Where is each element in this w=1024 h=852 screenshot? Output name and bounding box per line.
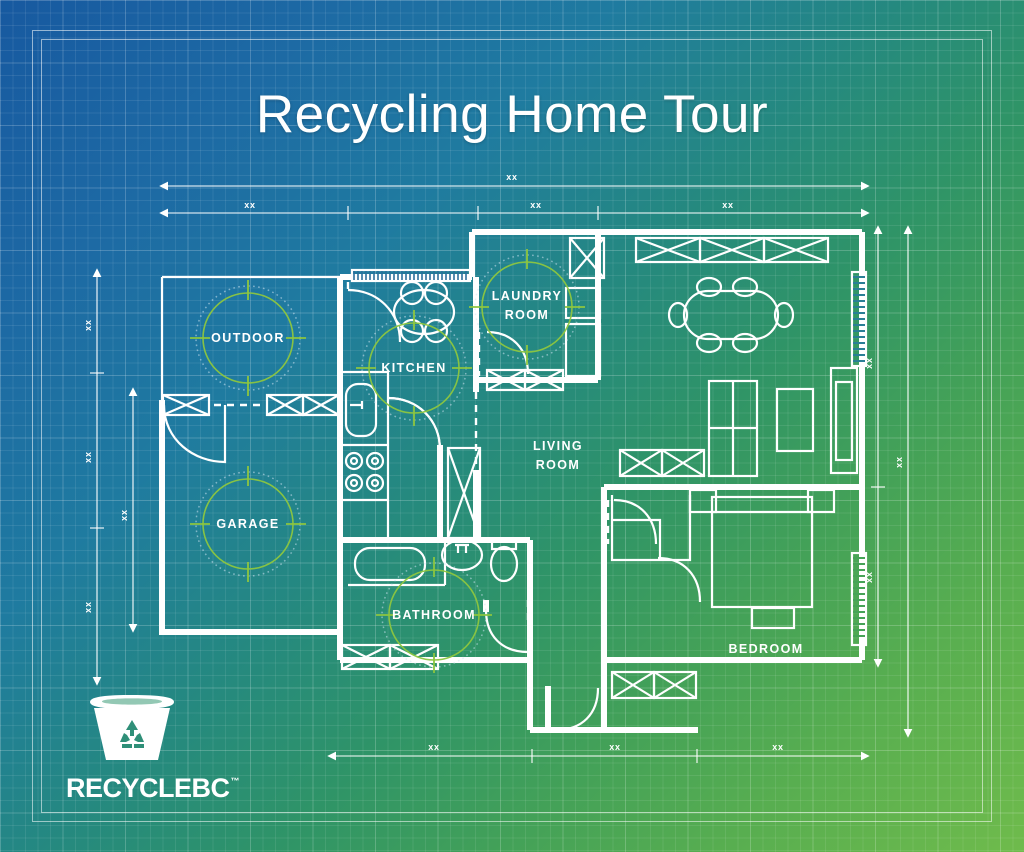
recyclebc-logo[interactable]: RECYCLEBC ™ bbox=[66, 694, 239, 802]
hotspot-laundry[interactable] bbox=[469, 249, 585, 365]
dim-left-seg-2: xx bbox=[83, 451, 93, 463]
outdoor-window-hatch bbox=[265, 393, 341, 417]
toilet bbox=[489, 539, 519, 583]
dim-bottom-seg-1: xx bbox=[428, 742, 440, 752]
room-label-laundry-line2: ROOM bbox=[505, 308, 550, 322]
dim-right-seg-2: xx bbox=[864, 571, 874, 583]
kitchen-stove bbox=[344, 451, 385, 493]
room-label-living-line2: ROOM bbox=[536, 458, 581, 472]
garage-door-hatch bbox=[161, 393, 211, 417]
hotspots[interactable] bbox=[190, 249, 585, 673]
dim-left-seg-3: xx bbox=[83, 601, 93, 613]
room-labels: OUTDOOR GARAGE KITCHEN LAUNDRY ROOM LIVI… bbox=[211, 289, 803, 656]
room-label-garage: GARAGE bbox=[216, 517, 279, 531]
dim-top-overall: xx bbox=[506, 172, 518, 182]
kitchen-sink bbox=[344, 382, 378, 438]
page-title: Recycling Home Tour bbox=[255, 85, 769, 144]
hotspot-bathroom[interactable] bbox=[376, 557, 492, 673]
nightstand-left bbox=[688, 488, 718, 514]
dim-bottom-seg-3: xx bbox=[772, 742, 784, 752]
living-sofa bbox=[707, 379, 759, 478]
nightstand-right bbox=[806, 488, 836, 514]
laundry-appliance-2 bbox=[564, 322, 602, 378]
bed bbox=[688, 488, 836, 630]
bathroom-sink bbox=[440, 538, 484, 572]
fixtures bbox=[340, 268, 859, 630]
room-label-bathroom: BATHROOM bbox=[392, 608, 476, 622]
laundry-window-hatch bbox=[568, 236, 606, 280]
hall-door-hatch bbox=[446, 446, 482, 540]
trademark-symbol: ™ bbox=[230, 776, 240, 786]
hotspot-outdoor[interactable] bbox=[190, 280, 306, 396]
dim-right-overall: xx bbox=[894, 456, 904, 468]
coffee-table bbox=[775, 387, 815, 453]
bathroom-window-hatch bbox=[340, 643, 440, 671]
recycling-bin-icon bbox=[84, 694, 216, 769]
living-lower-hatch bbox=[618, 448, 706, 478]
dim-left-inner-1: xx bbox=[119, 509, 129, 521]
room-label-bedroom: BEDROOM bbox=[728, 642, 803, 656]
dim-top-seg-1: xx bbox=[244, 200, 256, 210]
hotspot-kitchen[interactable] bbox=[356, 310, 472, 426]
kitchen-table bbox=[392, 280, 456, 344]
dining-table bbox=[667, 276, 795, 354]
living-shelf bbox=[829, 366, 859, 475]
room-label-outdoor: OUTDOOR bbox=[211, 331, 285, 345]
dimension-lines: xx xx xx xx xx xx xx xx xx xx xx bbox=[83, 172, 913, 763]
bedroom-bench bbox=[750, 606, 796, 630]
recyclebc-name: RECYCLEBC bbox=[66, 773, 230, 803]
living-window-hatch bbox=[634, 236, 830, 264]
room-label-laundry-line1: LAUNDRY bbox=[492, 289, 562, 303]
right-window-lower bbox=[850, 551, 868, 647]
dim-left-seg-1: xx bbox=[83, 319, 93, 331]
right-window-upper bbox=[850, 270, 868, 368]
dim-top-seg-3: xx bbox=[722, 200, 734, 210]
laundry-lower-hatch bbox=[485, 368, 565, 392]
room-label-kitchen: KITCHEN bbox=[381, 361, 446, 375]
bedroom-lower-hatch bbox=[610, 670, 698, 700]
hotspot-garage[interactable] bbox=[190, 466, 306, 582]
room-label-living-line1: LIVING bbox=[533, 439, 583, 453]
dim-top-seg-2: xx bbox=[530, 200, 542, 210]
dim-bottom-seg-2: xx bbox=[609, 742, 621, 752]
recyclebc-wordmark: RECYCLEBC ™ bbox=[66, 775, 239, 802]
dim-right-seg-1: xx bbox=[864, 357, 874, 369]
laundry-appliance-1 bbox=[564, 286, 602, 320]
